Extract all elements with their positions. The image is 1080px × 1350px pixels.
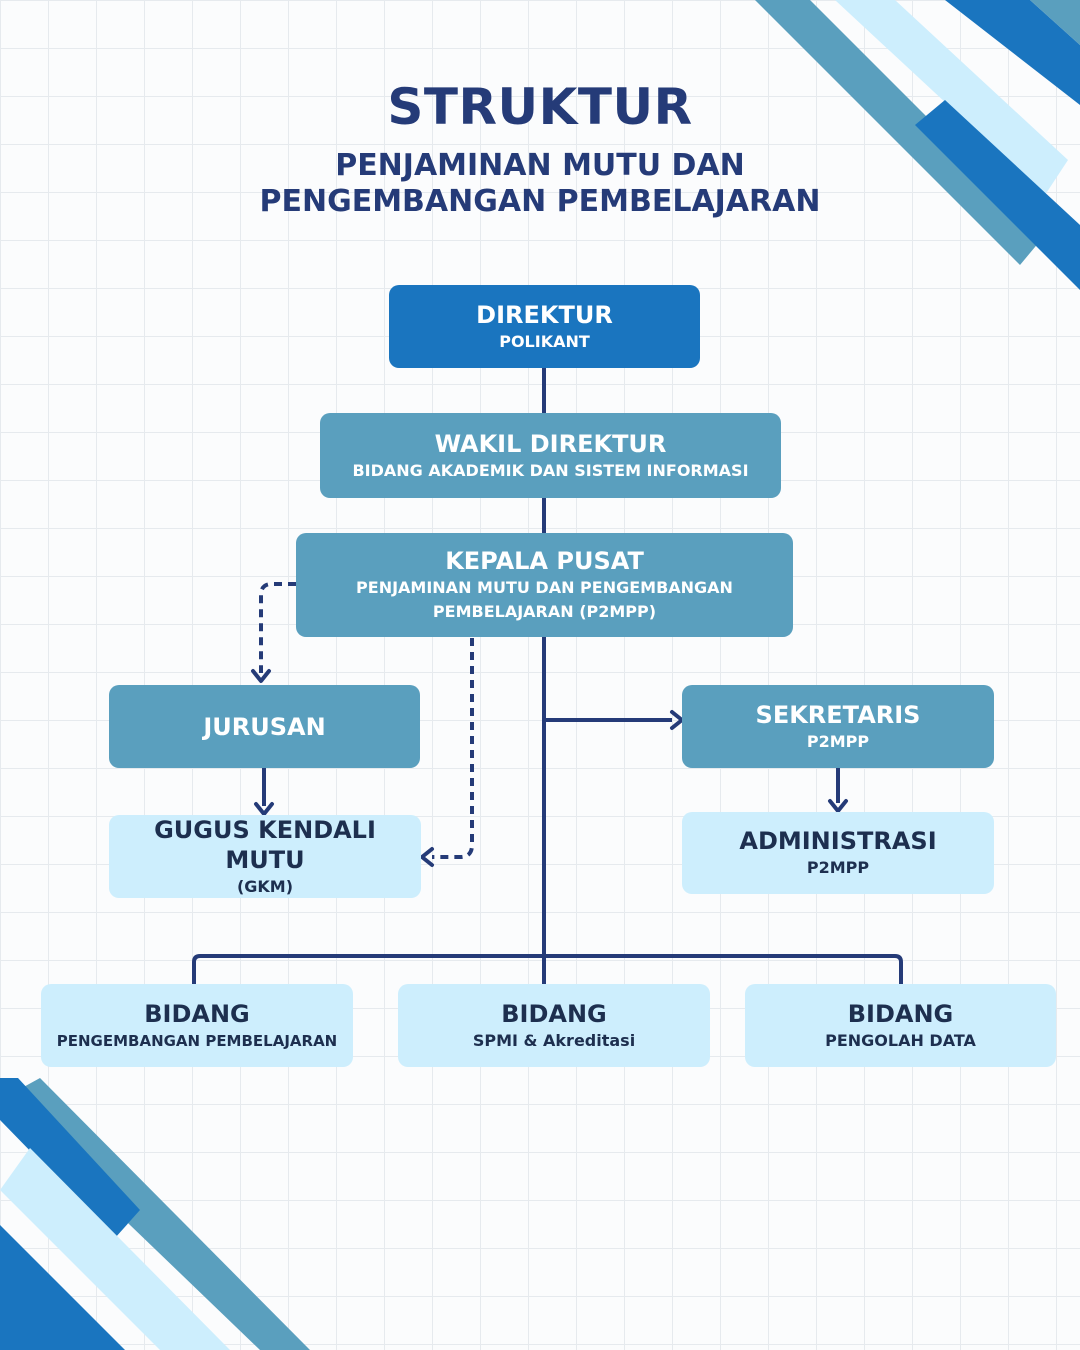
node-direktur-title: DIREKTUR (476, 300, 613, 329)
node-bidang-pengolah: BIDANG PENGOLAH DATA (745, 984, 1056, 1067)
node-bidang-pengembangan-subtitle: PENGEMBANGAN PEMBELAJARAN (56, 1031, 338, 1050)
node-bidang-spmi-subtitle: SPMI & Akreditasi (472, 1030, 636, 1050)
node-sekretaris: SEKRETARIS P2MPP (682, 685, 994, 768)
node-gkm-title: GUGUS KENDALI MUTU (154, 815, 376, 874)
node-administrasi: ADMINISTRASI P2MPP (682, 812, 994, 894)
node-administrasi-title: ADMINISTRASI (739, 827, 937, 855)
stripe-blue-bottom-a (0, 1078, 140, 1238)
node-wakil-direktur-title: WAKIL DIREKTUR (434, 429, 667, 458)
node-kepala-pusat-subtitle-1: PENJAMINAN MUTU DAN PENGEMBANGAN (356, 578, 733, 597)
page-title: STRUKTUR (387, 78, 693, 136)
arrowhead-jurusan (251, 669, 271, 683)
arrowhead-sekretaris (670, 710, 684, 730)
dashed-line-kepala-gkm (432, 638, 474, 859)
stripe-teal-top-corner (1030, 0, 1080, 45)
node-jurusan: JURUSAN (109, 685, 420, 768)
stripe-teal-top (755, 0, 1045, 265)
line-bidang-bus (192, 954, 903, 984)
node-kepala-pusat: KEPALA PUSAT PENJAMINAN MUTU DAN PENGEMB… (296, 533, 793, 637)
node-wakil-direktur: WAKIL DIREKTUR BIDANG AKADEMIK DAN SISTE… (320, 413, 781, 498)
node-administrasi-subtitle: P2MPP (806, 858, 870, 877)
node-bidang-pengolah-title: BIDANG (847, 999, 954, 1028)
arrowhead-gkm (254, 802, 274, 816)
stripe-blue-top-a (915, 100, 1080, 290)
node-kepala-pusat-subtitle-2: PEMBELAJARAN (P2MPP) (432, 602, 657, 621)
stripe-blue-top-b (945, 0, 1080, 105)
stripe-light-bottom (0, 1148, 230, 1350)
node-wakil-direktur-subtitle: BIDANG AKADEMIK DAN SISTEM INFORMASI (352, 460, 749, 480)
node-bidang-spmi: BIDANG SPMI & Akreditasi (398, 984, 710, 1067)
node-direktur-subtitle: POLIKANT (499, 331, 590, 351)
node-sekretaris-subtitle: P2MPP (806, 731, 870, 751)
node-kepala-pusat-title: KEPALA PUSAT (445, 547, 644, 575)
dashed-line-kepala-jurusan (259, 582, 296, 673)
node-sekretaris-title: SEKRETARIS (755, 700, 921, 729)
node-bidang-pengolah-subtitle: PENGOLAH DATA (825, 1030, 976, 1050)
node-gkm-subtitle: (GKM) (236, 876, 294, 896)
arrowhead-administrasi (828, 799, 848, 813)
subtitle-line-1: PENJAMINAN MUTU DAN (335, 148, 745, 183)
node-bidang-pengembangan-title: BIDANG (144, 999, 250, 1028)
subtitle-line-2: PENGEMBANGAN PEMBELAJARAN (259, 184, 821, 219)
node-gugus-kendali-mutu: GUGUS KENDALI MUTU (GKM) (109, 815, 421, 898)
node-direktur: DIREKTUR POLIKANT (389, 285, 700, 368)
arrowhead-gkm-dashed (420, 847, 434, 867)
stripe-light-top (835, 0, 1068, 195)
node-bidang-spmi-title: BIDANG (501, 999, 607, 1028)
page-subtitle: PENJAMINAN MUTU DAN PENGEMBANGAN PEMBELA… (0, 148, 1080, 220)
stripe-blue-bottom-b (0, 1225, 125, 1350)
node-jurusan-title: JURUSAN (203, 712, 326, 741)
node-bidang-pengembangan: BIDANG PENGEMBANGAN PEMBELAJARAN (41, 984, 353, 1067)
